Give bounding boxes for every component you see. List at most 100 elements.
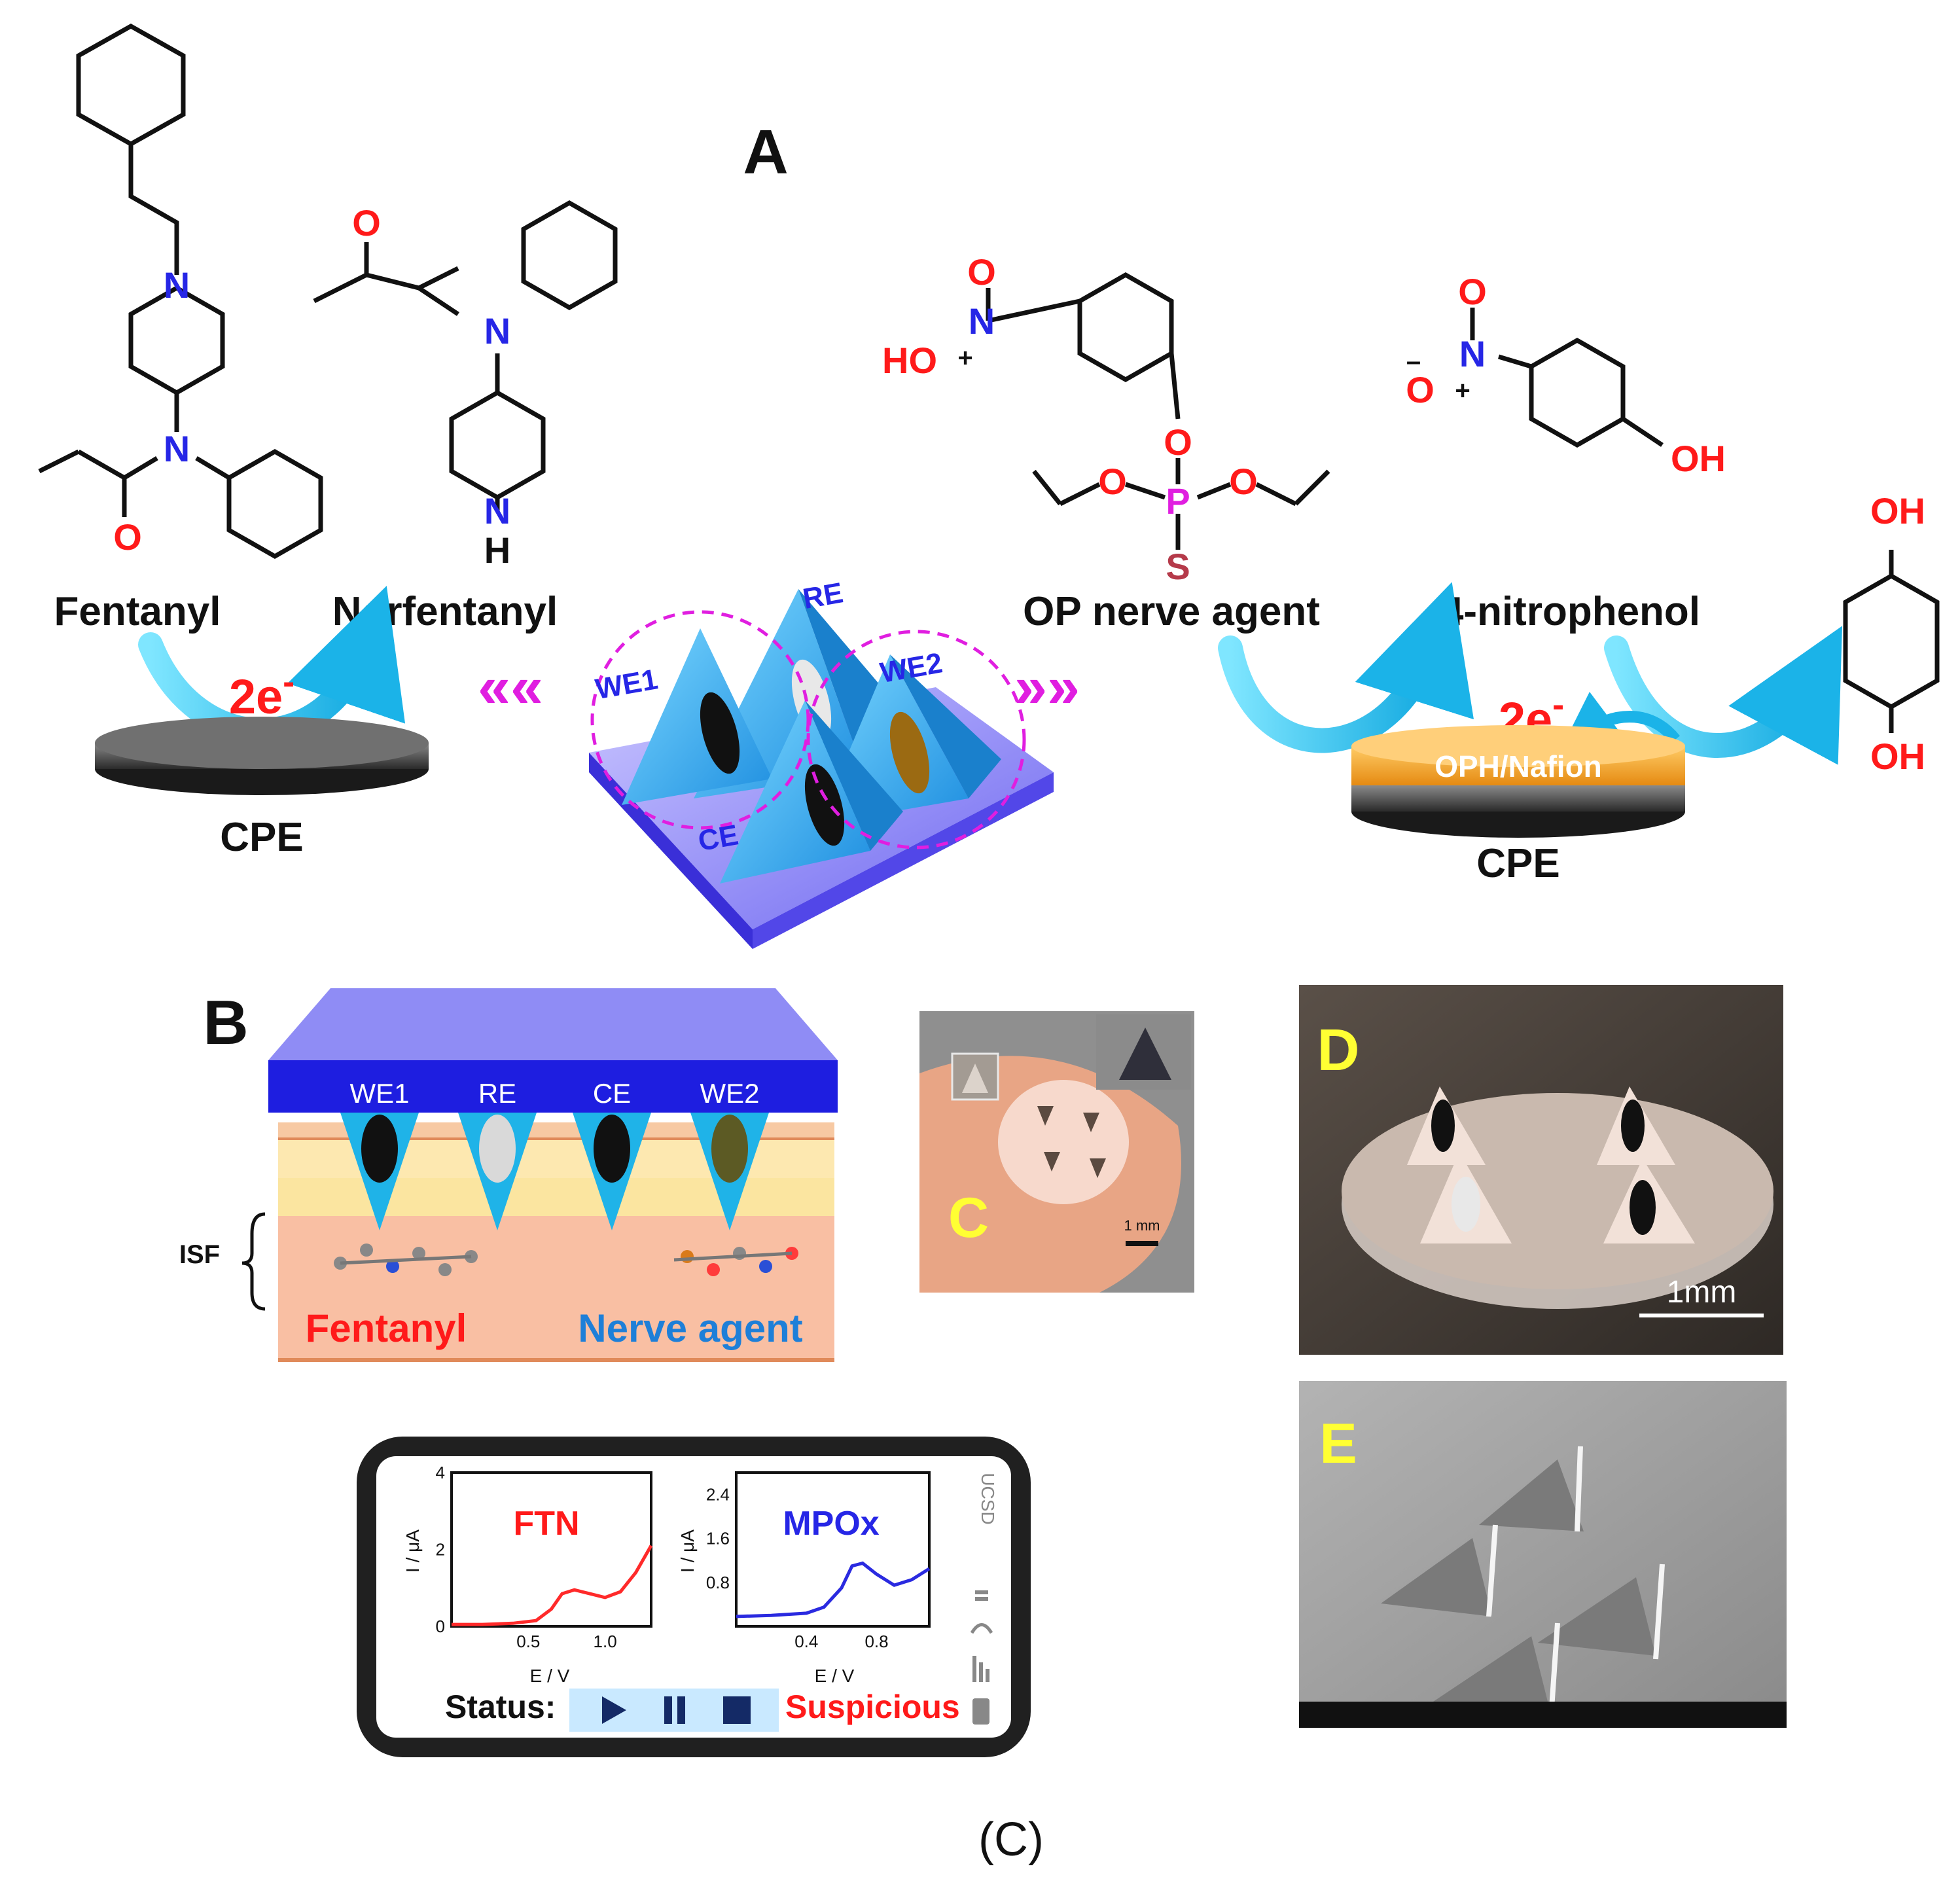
array-label-we2: WE2	[878, 647, 944, 689]
hydroquinone-oh-top: OH	[1870, 490, 1925, 531]
chart-ftn: FTN I / μA E / V 0 2 4 0.5 1.0	[402, 1463, 653, 1686]
d-needles	[1407, 1086, 1695, 1243]
panel-d-photo: D 1mm	[1299, 985, 1783, 1355]
cpe-label-right: CPE	[1476, 841, 1559, 886]
needle-row	[340, 1113, 769, 1230]
chart_ftn-xtick: 0.5	[516, 1632, 540, 1651]
panel-c-photo: C 1 mm	[919, 1011, 1194, 1293]
panel-a: A N N O O N	[38, 23, 1940, 949]
op-agent-plus: +	[957, 344, 972, 372]
microneedle-array	[589, 589, 1054, 949]
label-nitrophenol: 4-nitrophenol	[1441, 589, 1700, 634]
fentanyl-o: O	[113, 516, 142, 558]
panel-c-letter: C	[948, 1187, 989, 1249]
op-agent-s: S	[1166, 546, 1190, 587]
nitrophenol-o-minus: O	[1406, 369, 1434, 410]
phone-device: FTN I / μA E / V 0 2 4 0.5 1.0 MPOx I / μA …	[357, 1437, 1031, 1757]
chart-mpox-title: MPOx	[783, 1505, 879, 1543]
nitrophenol-n: N	[1459, 333, 1486, 374]
status-label: Status:	[445, 1689, 556, 1725]
electrode-label-4: WE2	[700, 1078, 759, 1109]
nitrophenol-oh: OH	[1671, 438, 1726, 479]
panel-d-scale: 1mm	[1667, 1275, 1737, 1310]
electron-hook-arrow	[1559, 692, 1681, 751]
label-fentanyl-b: Fentanyl	[306, 1306, 467, 1350]
coating-label: OPH/Nafion	[1434, 749, 1602, 783]
play-button[interactable]	[602, 1696, 626, 1724]
isf-brace	[241, 1212, 266, 1311]
chart_ftn-ytick: 2	[436, 1540, 445, 1560]
status-value: Suspicious	[785, 1689, 960, 1725]
nitrophenol-minus: –	[1406, 347, 1421, 376]
norfentanyl-o: O	[352, 202, 381, 243]
electrons-left: 2e-	[229, 662, 294, 724]
chart_mpox-ytick: 0.8	[706, 1573, 730, 1592]
norfentanyl-h: H	[484, 529, 510, 571]
isf-molecules	[334, 1243, 798, 1276]
electrode-label-1: WE1	[349, 1078, 409, 1109]
fentanyl-n2: N	[164, 428, 190, 469]
electrode-label-3: CE	[593, 1078, 631, 1109]
chart-ftn-series	[452, 1545, 653, 1626]
array-label-we1: WE1	[593, 663, 660, 706]
chart-mpox-xlabel: E / V	[815, 1666, 855, 1686]
chart_ftn-xtick: 1.0	[594, 1632, 617, 1651]
chart_mpox-xtick: 0.4	[794, 1632, 818, 1651]
array-label-re: RE	[800, 577, 846, 615]
nitrophenol-structure	[1470, 308, 1664, 448]
op-agent-o-left: O	[1098, 461, 1127, 502]
cpe-disk-left	[95, 717, 429, 795]
chart-mpox: MPOx I / μA E / V 0.8 1.6 2.4 0.4 0.8	[677, 1471, 931, 1686]
chevrons-left: ««	[478, 654, 543, 720]
e-needles	[1381, 1446, 1665, 1719]
panel-c-scale: 1 mm	[1124, 1217, 1160, 1234]
op-agent-o-ether: O	[1164, 421, 1192, 463]
panel-b: B WE1 RE CE WE2 ISF	[179, 988, 838, 1362]
panel-a-letter: A	[743, 117, 788, 187]
phone-side-icons	[970, 1590, 993, 1725]
array-label-ce: CE	[696, 819, 741, 857]
chart-ftn-title: FTN	[513, 1505, 579, 1543]
chevrons-right: »»	[1014, 654, 1080, 720]
fentanyl-n1: N	[164, 264, 190, 306]
op-agent-n: N	[969, 300, 995, 342]
cpe-label-left: CPE	[220, 815, 303, 860]
op-agent-o-top: O	[967, 251, 996, 293]
chart_mpox-ytick: 1.6	[706, 1529, 730, 1548]
stop-button[interactable]	[723, 1696, 751, 1724]
op-agent-structure	[986, 272, 1330, 550]
op-agent-ho: HO	[882, 340, 937, 381]
chart_mpox-ytick: 2.4	[706, 1485, 730, 1505]
fentanyl-structure	[38, 23, 323, 560]
chart-mpox-series	[736, 1561, 931, 1619]
cpe-disk-right	[1351, 725, 1685, 838]
label-norfentanyl: Norfentanyl	[332, 589, 558, 634]
op-agent-p: P	[1166, 480, 1190, 522]
panel-e-sem: E	[1299, 1381, 1787, 1728]
nitrophenol-o-top: O	[1458, 271, 1487, 312]
chart_ftn-ytick: 4	[436, 1463, 445, 1482]
oxidation-arrow-right	[1604, 626, 1843, 765]
hydroquinone-oh-bottom: OH	[1870, 736, 1925, 777]
electrode-label-2: RE	[478, 1078, 516, 1109]
nitrophenol-plus: +	[1455, 376, 1470, 405]
chart-ftn-xlabel: E / V	[530, 1666, 570, 1686]
norfentanyl-structure	[313, 200, 618, 510]
isf-label: ISF	[179, 1240, 220, 1269]
label-fentanyl: Fentanyl	[54, 589, 221, 634]
chart_mpox-xtick: 0.8	[864, 1632, 888, 1651]
phone-side-label: UCSD	[978, 1473, 998, 1524]
reaction-arrow-right	[1218, 582, 1474, 753]
op-agent-o-right: O	[1229, 461, 1258, 502]
hydroquinone-structure	[1843, 550, 1940, 733]
pause-button[interactable]	[664, 1696, 685, 1724]
norfentanyl-nh: N	[484, 490, 510, 531]
chart_ftn-ytick: 0	[436, 1617, 445, 1636]
panel-e-letter: E	[1319, 1412, 1357, 1475]
chart-ftn-ylabel: I / μA	[402, 1529, 423, 1573]
label-op-agent: OP nerve agent	[1023, 589, 1320, 634]
norfentanyl-n: N	[484, 310, 510, 351]
chart-mpox-ylabel: I / μA	[677, 1529, 698, 1573]
panel-b-letter: B	[203, 988, 248, 1058]
